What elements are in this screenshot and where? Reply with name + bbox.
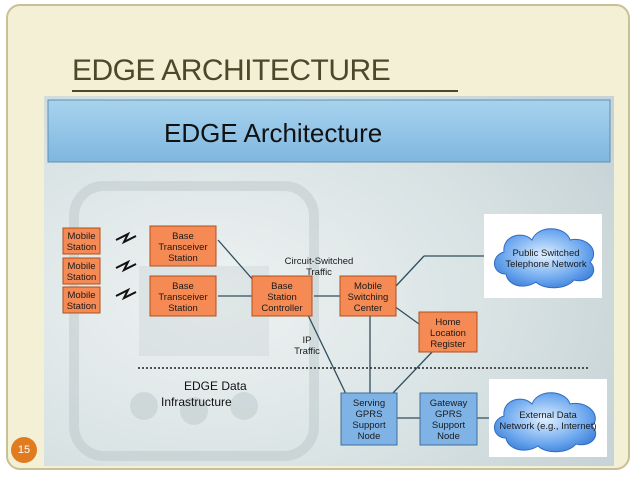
banner [47, 99, 611, 163]
mobile-station-2: Mobile Station [62, 257, 101, 285]
svg-text:Network (e.g., Internet): Network (e.g., Internet) [499, 421, 596, 432]
svg-text:Mobile: Mobile [68, 261, 96, 272]
svg-text:GPRS: GPRS [356, 409, 383, 420]
svg-text:Home: Home [435, 317, 460, 328]
svg-text:Node: Node [358, 431, 381, 442]
svg-text:Station: Station [267, 292, 297, 303]
base-transceiver-station-1: Base Transceiver Station [149, 225, 217, 267]
svg-text:Station: Station [168, 253, 198, 264]
gateway-gprs-support-node: Gateway GPRS Support Node [419, 392, 478, 446]
mobile-station-3: Mobile Station [62, 286, 101, 314]
slide-title: EDGE ARCHITECTURE [72, 54, 391, 87]
serving-gprs-support-node: Serving GPRS Support Node [340, 392, 398, 446]
external-data-network-cloud: External Data Network (e.g., Internet) [489, 379, 607, 457]
svg-text:Station: Station [67, 301, 97, 312]
svg-text:Switching: Switching [348, 292, 389, 303]
svg-text:Telephone Network: Telephone Network [505, 259, 587, 270]
mobile-station-1: Mobile Station [62, 227, 101, 255]
lightning-icon-2 [115, 259, 137, 273]
svg-text:Transceiver: Transceiver [158, 242, 207, 253]
svg-text:Support: Support [432, 420, 466, 431]
circuit-switched-label-line1: Circuit-Switched [285, 256, 354, 267]
wireless-links [115, 231, 137, 301]
svg-text:Station: Station [168, 303, 198, 314]
ip-traffic-label-line2: Traffic [294, 346, 320, 357]
svg-text:Transceiver: Transceiver [158, 292, 207, 303]
page-number-badge: 15 [11, 437, 37, 463]
base-transceiver-station-2: Base Transceiver Station [149, 275, 217, 317]
svg-text:Station: Station [67, 242, 97, 253]
lightning-icon-1 [115, 231, 137, 245]
ip-traffic-label-line1: IP [303, 335, 312, 346]
svg-text:Mobile: Mobile [354, 281, 382, 292]
svg-text:Support: Support [352, 420, 386, 431]
svg-text:Base: Base [271, 281, 293, 292]
svg-text:Base: Base [172, 231, 194, 242]
banner-title: EDGE Architecture [164, 118, 382, 148]
edge-infrastructure-label-line2: Infrastructure [161, 395, 232, 409]
home-location-register: Home Location Register [418, 311, 478, 353]
svg-text:Node: Node [437, 431, 460, 442]
edge-architecture-diagram: EDGE Architecture Mobile Station Mobile … [44, 96, 614, 466]
svg-text:Mobile: Mobile [68, 290, 96, 301]
svg-text:Mobile: Mobile [68, 231, 96, 242]
svg-text:Base: Base [172, 281, 194, 292]
base-station-controller: Base Station Controller [251, 275, 313, 317]
title-underline [72, 90, 458, 92]
svg-text:Public Switched: Public Switched [512, 248, 579, 259]
svg-text:Register: Register [430, 339, 465, 350]
svg-text:GPRS: GPRS [435, 409, 462, 420]
svg-text:Center: Center [354, 303, 383, 314]
svg-text:Gateway: Gateway [430, 398, 468, 409]
mobile-switching-center: Mobile Switching Center [339, 275, 397, 317]
circuit-switched-label-line2: Traffic [306, 267, 332, 278]
svg-text:Location: Location [430, 328, 466, 339]
connections [217, 239, 497, 419]
public-switched-telephone-network-cloud: Public Switched Telephone Network [484, 214, 602, 298]
lightning-icon-3 [115, 287, 137, 301]
edge-infrastructure-label-line1: EDGE Data [184, 379, 247, 393]
svg-text:Serving: Serving [353, 398, 385, 409]
svg-text:Controller: Controller [261, 303, 302, 314]
svg-text:Station: Station [67, 272, 97, 283]
svg-text:External Data: External Data [519, 410, 577, 421]
